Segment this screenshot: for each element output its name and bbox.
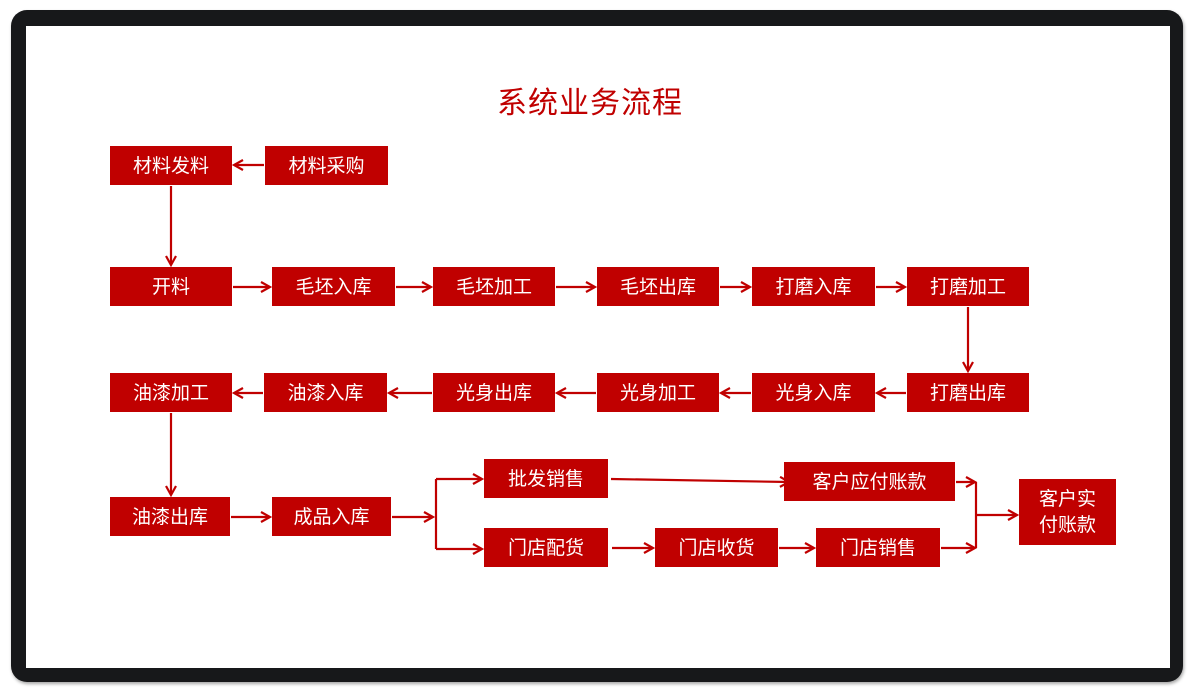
node-store-receiving[interactable]: 门店收货 [655,528,778,567]
node-blank-in[interactable]: 毛坯入库 [272,267,395,306]
node-actual-payment[interactable]: 客户实付账款 [1019,479,1116,545]
node-bare-process[interactable]: 光身加工 [597,373,719,412]
node-paint-process[interactable]: 油漆加工 [110,373,232,412]
node-grind-out[interactable]: 打磨出库 [907,373,1029,412]
node-finished-in[interactable]: 成品入库 [272,497,391,536]
node-receivable[interactable]: 客户应付账款 [784,462,955,501]
node-store-distribution[interactable]: 门店配货 [484,528,608,567]
node-store-sales[interactable]: 门店销售 [816,528,940,567]
diagram-canvas [26,26,1170,668]
node-cutting[interactable]: 开料 [110,267,232,306]
node-bare-out[interactable]: 光身出库 [433,373,555,412]
node-wholesale[interactable]: 批发销售 [484,459,608,498]
node-grind-process[interactable]: 打磨加工 [907,267,1029,306]
node-grind-in[interactable]: 打磨入库 [752,267,875,306]
diagram-title: 系统业务流程 [497,86,683,121]
node-paint-out[interactable]: 油漆出库 [110,497,230,536]
node-bare-in[interactable]: 光身入库 [752,373,875,412]
node-blank-out[interactable]: 毛坯出库 [597,267,719,306]
node-paint-in[interactable]: 油漆入库 [264,373,387,412]
node-blank-process[interactable]: 毛坯加工 [433,267,555,306]
node-material-issue[interactable]: 材料发料 [110,146,232,185]
node-material-purchase[interactable]: 材料采购 [265,146,388,185]
